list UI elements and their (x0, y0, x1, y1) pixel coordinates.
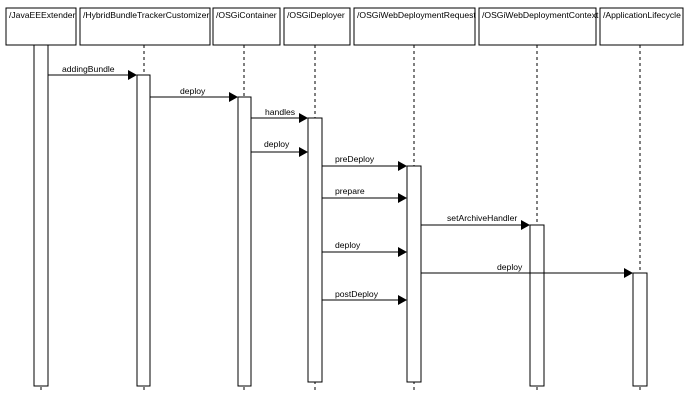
lifeline-label: /OSGiWebDeploymentContext (482, 10, 599, 20)
messages: addingBundle deploy handles deploy preDeploy… (48, 64, 633, 305)
message-5: prepare (322, 186, 407, 203)
lifeline-header-box (283, 7, 351, 46)
message-label: deploy (264, 139, 290, 149)
message-label: preDeploy (335, 154, 375, 164)
lifeline-label: /HybridBundleTrackerCustomizer (83, 10, 209, 20)
message-6: setArchiveHandler (421, 213, 530, 230)
message-8: deploy (421, 262, 633, 278)
arrowhead-icon (229, 92, 238, 102)
arrowhead-icon (128, 70, 137, 80)
lifeline-label: /JavaEEExtender (9, 10, 76, 20)
arrowhead-icon (521, 220, 530, 230)
arrowhead-icon (299, 113, 308, 123)
lifeline-header-box (599, 7, 684, 46)
message-7: deploy (322, 240, 407, 257)
lifeline-header-box (79, 7, 211, 46)
activation-bar-oc (237, 96, 252, 387)
message-label: addingBundle (62, 64, 115, 74)
message-label: handles (265, 107, 295, 117)
activation-bar-wc (529, 224, 545, 387)
message-4: preDeploy (322, 154, 407, 171)
arrowhead-icon (299, 147, 308, 157)
message-label: deploy (180, 86, 206, 96)
message-label: setArchiveHandler (447, 213, 517, 223)
lifeline-label: /ApplicationLifecycle (603, 10, 681, 20)
lifeline-header-box (478, 7, 597, 46)
lifeline-header-box (353, 7, 476, 46)
arrowhead-icon (398, 247, 407, 257)
activation-bar-wr (406, 165, 422, 383)
message-1: deploy (150, 86, 238, 102)
arrowhead-icon (398, 193, 407, 203)
activation-bar-od (307, 117, 323, 383)
activation-bar-al (632, 272, 648, 387)
lifeline-label: /OSGiWebDeploymentRequest (357, 10, 476, 20)
activation-bar-ee (33, 44, 49, 387)
message-label: deploy (335, 240, 361, 250)
arrowhead-icon (398, 161, 407, 171)
message-2: handles (251, 107, 308, 123)
lifeline-label: /OSGiContainer (216, 10, 277, 20)
message-0: addingBundle (48, 64, 137, 80)
arrowhead-icon (624, 268, 633, 278)
message-label: prepare (335, 186, 365, 196)
activations (33, 44, 648, 387)
lifeline-wc: /OSGiWebDeploymentContext (478, 7, 599, 392)
message-label: postDeploy (335, 289, 379, 299)
activation-bar-hb (136, 74, 151, 387)
arrowhead-icon (398, 295, 407, 305)
lifeline-header-box (212, 7, 281, 46)
lifeline-label: /OSGiDeployer (287, 10, 345, 20)
message-9: postDeploy (322, 289, 407, 305)
message-3: deploy (251, 139, 308, 157)
message-label: deploy (497, 262, 523, 272)
